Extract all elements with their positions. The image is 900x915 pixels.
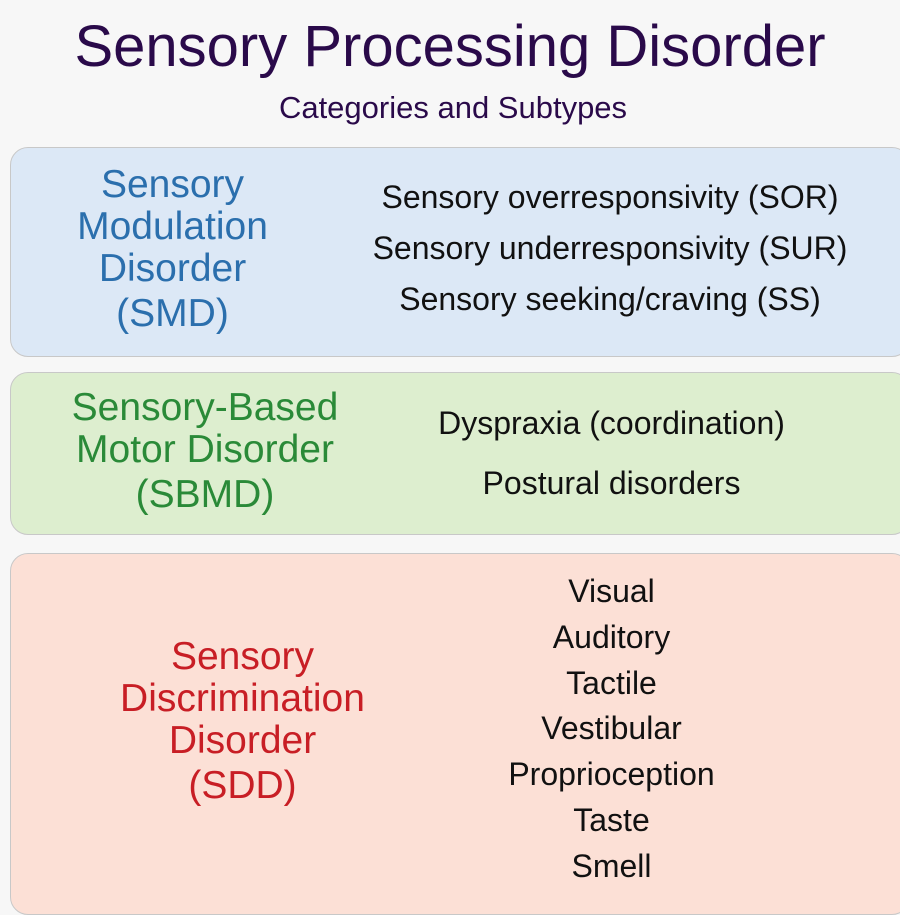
category-abbreviation: (SBMD)	[135, 473, 275, 516]
diagram-title: Sensory Processing Disorder	[74, 14, 826, 79]
smd-panel	[10, 147, 900, 357]
sdd-category-label: Sensory Discrimination Disorder (SDD)	[90, 636, 395, 807]
category-name-line: Discrimination	[120, 677, 365, 720]
diagram-subtitle: Categories and Subtypes	[278, 90, 628, 125]
category-name-line: Sensory	[170, 635, 315, 678]
sdd-subtype-list: Visual Auditory Tactile Vestibular Propr…	[450, 569, 773, 890]
sbmd-panel	[10, 372, 900, 535]
subtype-item: Auditory	[552, 618, 671, 655]
sbmd-subtype-list: Dyspraxia (coordination) Postural disord…	[330, 393, 893, 513]
smd-category-label: Sensory Modulation Disorder (SMD)	[50, 164, 295, 335]
subtype-item: Proprioception	[508, 756, 715, 793]
category-name-line: Disorder	[168, 719, 317, 762]
category-name-line: Sensory	[100, 163, 245, 206]
subtype-item: Visual	[568, 573, 655, 609]
subtype-item: Dyspraxia (coordination)	[438, 405, 785, 441]
category-name-line: Disorder	[98, 247, 247, 290]
subtype-item: Sensory seeking/craving (SS)	[399, 281, 821, 317]
sbmd-category-label: Sensory-Based Motor Disorder (SBMD)	[45, 387, 365, 516]
smd-subtype-list: Sensory overresponsivity (SOR) Sensory u…	[330, 172, 890, 325]
subtype-item: Smell	[571, 847, 652, 884]
category-name-line: Sensory-Based	[71, 386, 339, 429]
subtype-item: Taste	[573, 801, 650, 838]
category-abbreviation: (SDD)	[188, 764, 297, 807]
subtype-item: Tactile	[566, 664, 657, 701]
category-name-line: Motor Disorder	[76, 428, 334, 471]
subtype-item: Postural disorders	[482, 465, 741, 501]
subtype-item: Vestibular	[541, 710, 682, 747]
subtype-item: Sensory overresponsivity (SOR)	[381, 179, 839, 215]
sdd-panel	[10, 553, 900, 915]
category-abbreviation: (SMD)	[116, 292, 229, 335]
category-name-line: Modulation	[77, 205, 268, 248]
subtype-item: Sensory underresponsivity (SUR)	[372, 230, 848, 266]
